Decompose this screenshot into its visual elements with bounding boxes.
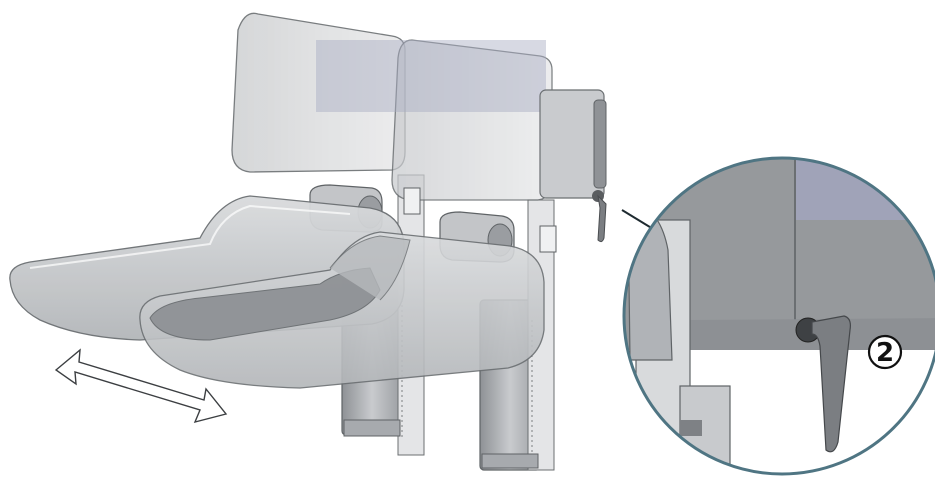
backrest-front (316, 39, 607, 201)
callout-badge: 2 (867, 334, 903, 370)
double-arrow-icon (54, 348, 228, 424)
lever-handle-detail-icon (795, 315, 851, 453)
seat-front (139, 231, 545, 389)
lever-handle-icon (592, 190, 607, 243)
detail-magnifier (622, 156, 935, 476)
callout-number: 2 (876, 338, 894, 368)
